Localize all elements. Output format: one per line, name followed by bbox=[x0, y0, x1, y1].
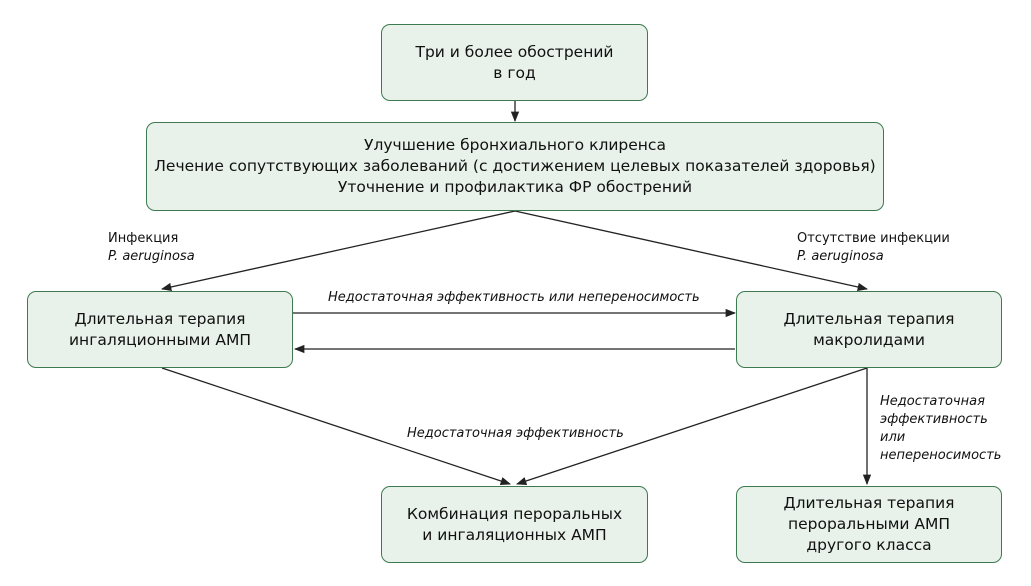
label-no-infection-line1: Отсутствие инфекции bbox=[797, 231, 950, 246]
label-no-infection: Отсутствие инфекции P. aeruginosa bbox=[797, 230, 950, 266]
node-macrolides: Длительная терапия макролидами bbox=[736, 291, 1002, 368]
label-no-infection-line2: P. aeruginosa bbox=[797, 249, 884, 264]
node-oral-other-line1: Длительная терапия bbox=[783, 494, 955, 512]
node-base-therapy-line3: Уточнение и профилактика ФР обострений bbox=[337, 178, 693, 196]
node-macrolides-line1: Длительная терапия bbox=[783, 309, 955, 328]
node-inhaled-amp-line1: Длительная терапия bbox=[74, 309, 246, 328]
arrow-macrolides-to-combination bbox=[516, 367, 868, 486]
label-infection: Инфекция P. aeruginosa bbox=[108, 230, 195, 266]
node-oral-other-line3: другого класса bbox=[806, 536, 932, 554]
label-vertical-line2: эффективность bbox=[880, 412, 988, 427]
node-combination: Комбинация пероральных и ингаляционных А… bbox=[381, 486, 648, 563]
arrow-base-to-macrolides bbox=[514, 210, 869, 292]
node-exacerbations-line2: в год bbox=[493, 63, 536, 82]
node-inhaled-amp: Длительная терапия ингаляционными АМП bbox=[27, 291, 293, 368]
node-combination-line2: и ингаляционных АМП bbox=[422, 525, 607, 544]
node-base-therapy-line1: Улучшение бронхиального клиренса bbox=[364, 136, 666, 154]
node-exacerbations-line1: Три и более обострений bbox=[415, 42, 614, 61]
node-base-therapy-line2: Лечение сопутствующих заболеваний (с дос… bbox=[154, 157, 876, 175]
node-base-therapy: Улучшение бронхиального клиренса Лечение… bbox=[146, 122, 884, 211]
label-vertical-line4: непереносимость bbox=[880, 448, 1002, 463]
node-inhaled-amp-line2: ингаляционными АМП bbox=[68, 330, 252, 349]
label-vertical-line1: Недостаточная bbox=[880, 394, 985, 409]
arrow-base-to-inhaled bbox=[160, 210, 516, 292]
label-infection-line2: P. aeruginosa bbox=[108, 249, 195, 264]
label-insufficient-or-intolerance: Недостаточная эффективность или неперено… bbox=[328, 290, 700, 305]
node-combination-line1: Комбинация пероральных bbox=[406, 504, 623, 523]
arrow-inhaled-to-combination bbox=[161, 367, 511, 485]
label-insufficient: Недостаточная эффективность bbox=[407, 426, 624, 441]
label-vertical-line3: или bbox=[880, 430, 906, 445]
node-macrolides-line2: макролидами bbox=[813, 330, 925, 349]
node-oral-other: Длительная терапия пероральными АМП друг… bbox=[736, 486, 1002, 563]
node-oral-other-line2: пероральными АМП bbox=[787, 515, 951, 533]
node-exacerbations: Три и более обострений в год bbox=[381, 24, 648, 101]
label-insufficient-or-intolerance-vertical: Недостаточная эффективность или неперено… bbox=[880, 393, 1001, 465]
label-infection-line1: Инфекция bbox=[108, 231, 179, 246]
